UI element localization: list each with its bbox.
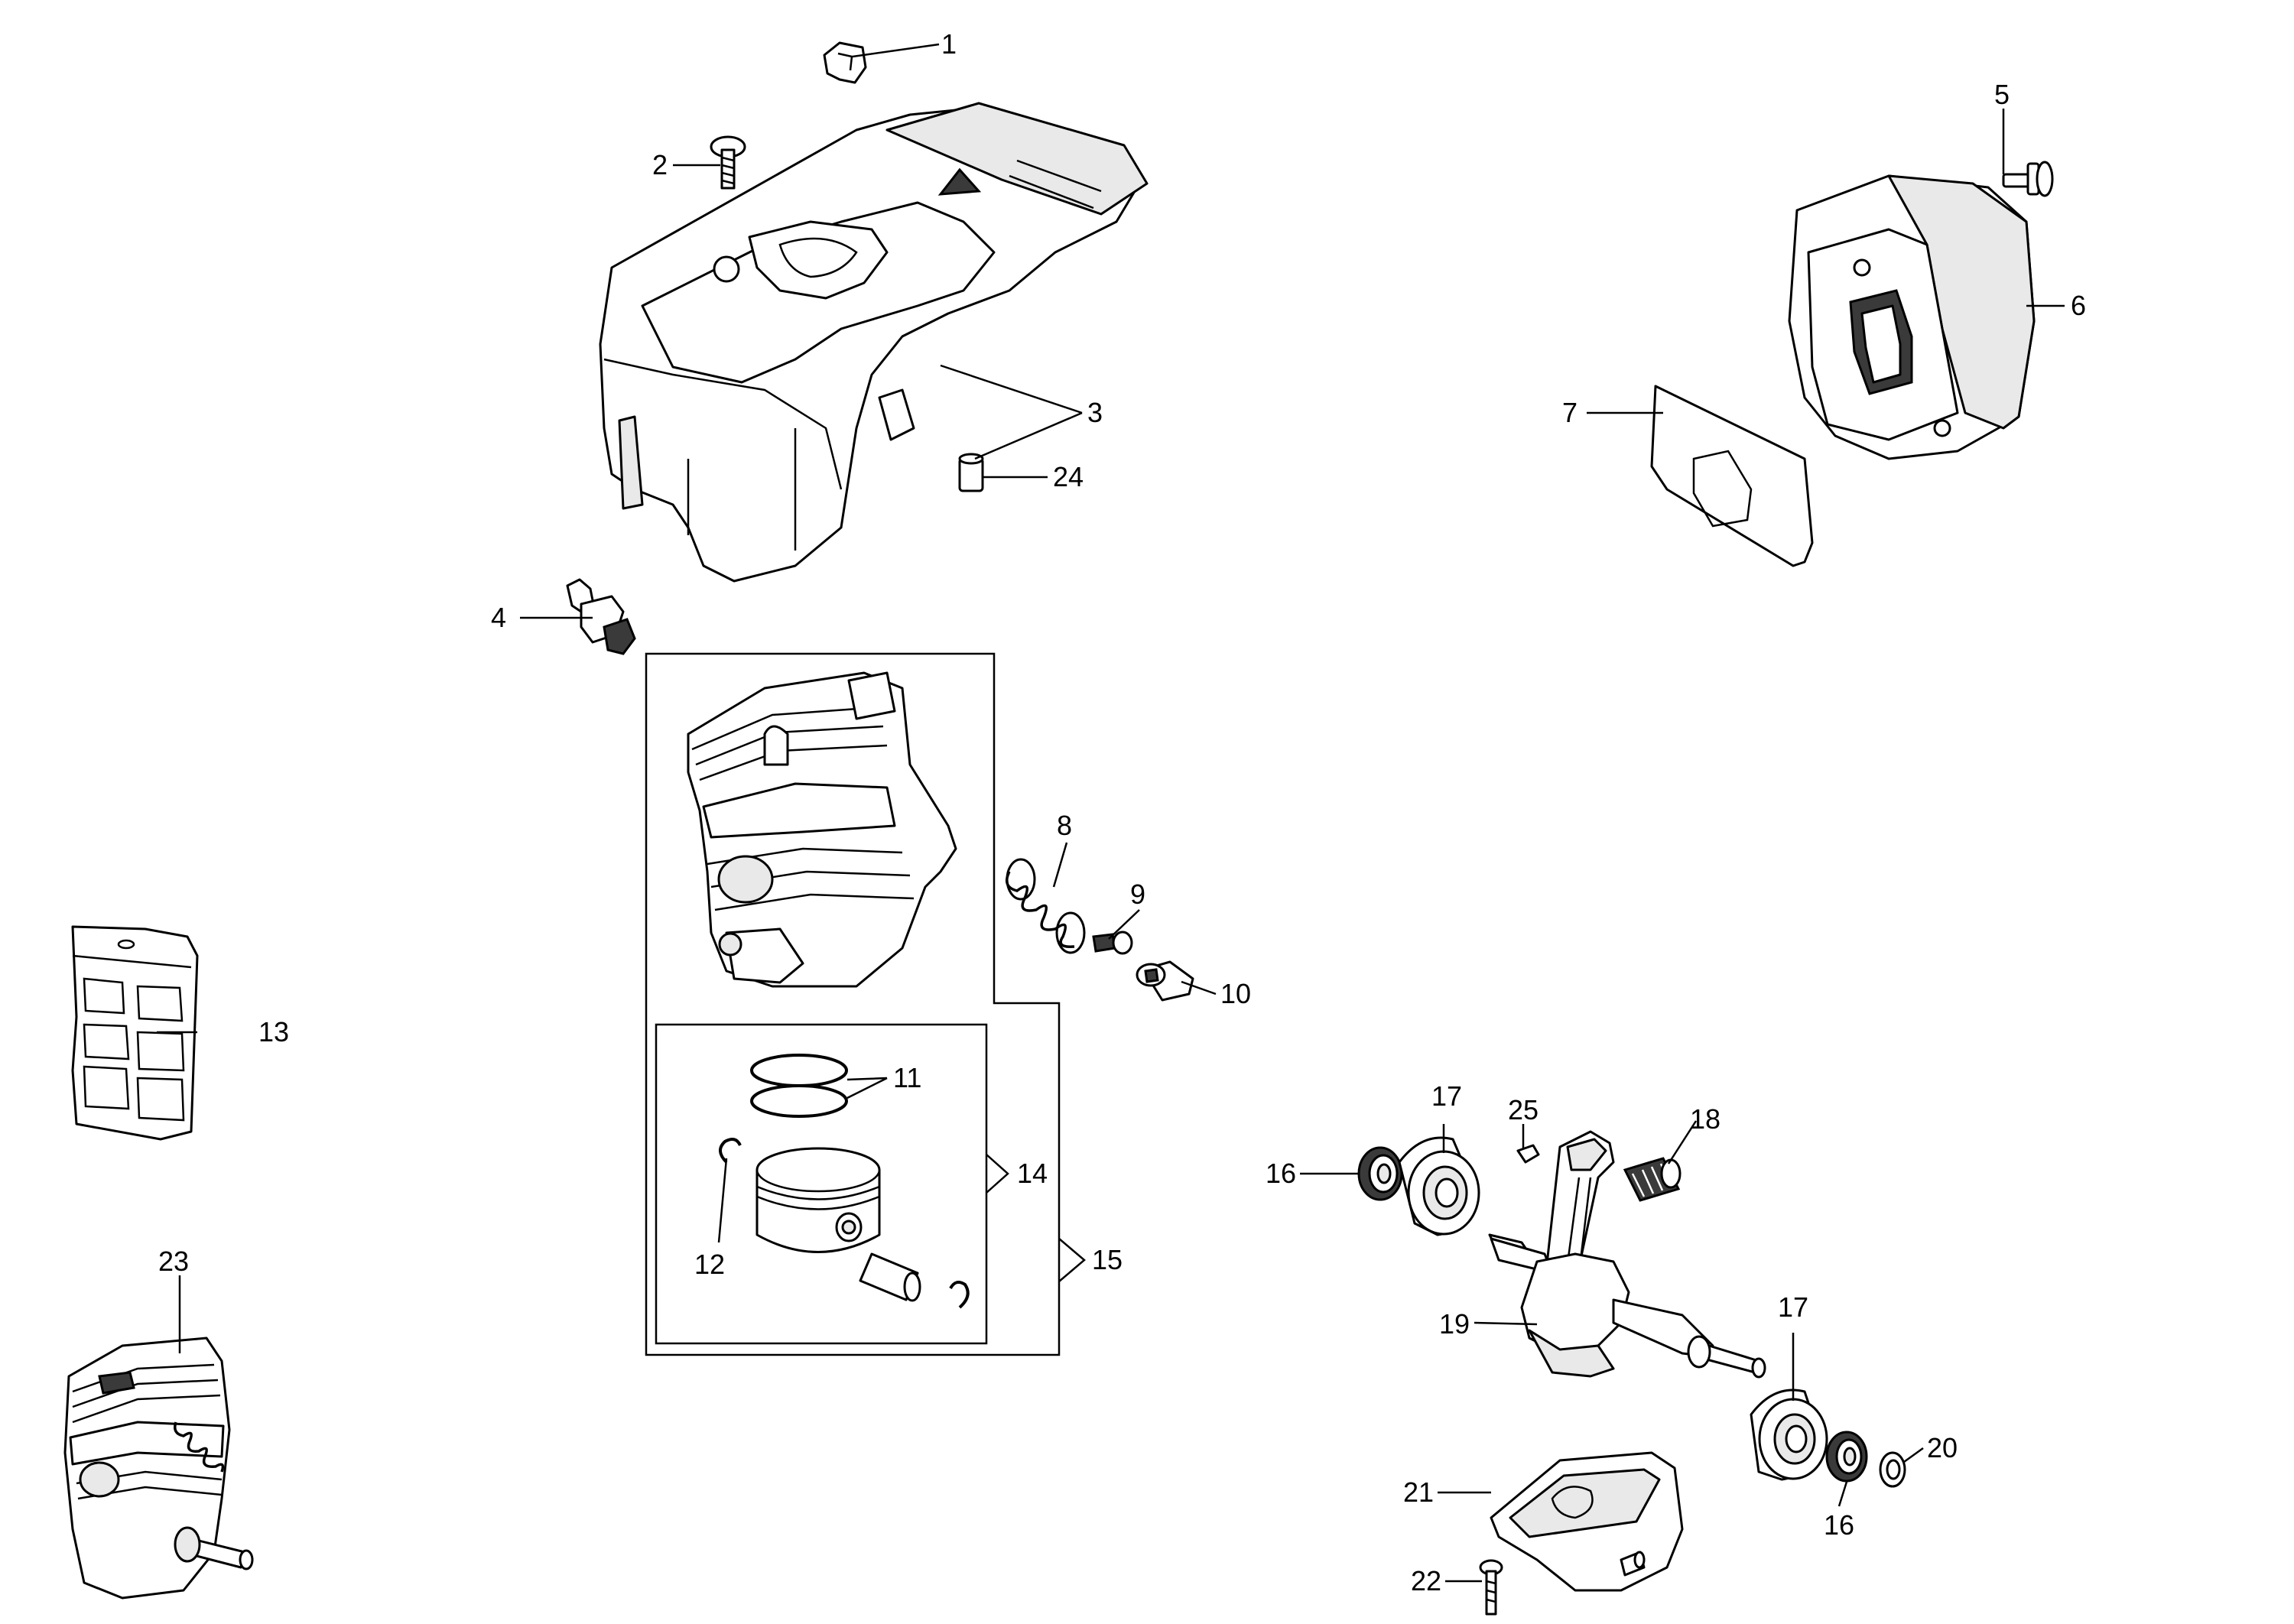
- label-3: 3: [1087, 397, 1103, 428]
- part-5-bolt: [2002, 161, 2054, 197]
- part-21-crankcase: [1490, 1451, 1684, 1592]
- part-20-washer: [1879, 1451, 1906, 1488]
- label-21: 21: [1403, 1476, 1434, 1508]
- label-16-right: 16: [1824, 1509, 1854, 1541]
- label-17-left: 17: [1431, 1080, 1462, 1112]
- label-25: 25: [1508, 1094, 1539, 1125]
- leader-lines: [157, 43, 2065, 1583]
- label-23: 23: [158, 1246, 189, 1277]
- label-7: 7: [1562, 397, 1578, 428]
- part-18-needle-bearing: [1623, 1157, 1682, 1202]
- part-labels: 1 2 3 24 4 5 6 7 8 9 10 11 12 13 14 15 2…: [158, 28, 2086, 1596]
- piston-pin: [859, 1252, 921, 1302]
- label-12: 12: [694, 1249, 725, 1280]
- label-11: 11: [893, 1062, 921, 1093]
- label-16-left: 16: [1266, 1158, 1296, 1189]
- part-16-seal-left: [1357, 1146, 1403, 1201]
- part-10-valve: [1136, 960, 1194, 1002]
- part-3-top-cover: [599, 102, 1149, 583]
- label-6: 6: [2071, 290, 2086, 321]
- part-16-seal-right: [1825, 1431, 1868, 1483]
- label-9: 9: [1130, 879, 1145, 910]
- part-23-engine-assembly: [63, 1337, 254, 1600]
- part-17-bearing-left: [1398, 1136, 1480, 1236]
- part-7-gasket: [1650, 385, 1814, 567]
- part-22-screw: [1479, 1559, 1503, 1616]
- part-12-circlip: [719, 1137, 742, 1164]
- label-8: 8: [1057, 810, 1072, 841]
- label-15: 15: [1092, 1244, 1123, 1275]
- label-4: 4: [491, 602, 506, 633]
- label-22: 22: [1411, 1565, 1441, 1596]
- piston: [755, 1147, 881, 1253]
- label-24: 24: [1053, 461, 1084, 492]
- label-10: 10: [1220, 978, 1251, 1009]
- label-20: 20: [1927, 1432, 1958, 1463]
- cylinder: [687, 671, 957, 988]
- part-1-clip: [823, 41, 867, 84]
- kit-brackets: [986, 1154, 1086, 1282]
- part-17-bearing-right: [1750, 1389, 1828, 1481]
- label-19: 19: [1439, 1308, 1470, 1340]
- part-25-key: [1516, 1144, 1540, 1164]
- part-24-bushing: [958, 453, 984, 492]
- label-5: 5: [1994, 79, 2010, 110]
- part-8-spring: [1005, 858, 1086, 954]
- label-14: 14: [1017, 1158, 1048, 1189]
- part-15-kit-box: [645, 652, 1061, 1356]
- part-2-screw: [710, 135, 746, 190]
- part-4-spark-plug: [566, 578, 636, 655]
- circlip-right: [949, 1280, 970, 1309]
- part-13-gasket-set: [71, 925, 199, 1141]
- part-11-piston-rings: [750, 1054, 848, 1118]
- label-18: 18: [1690, 1103, 1720, 1135]
- label-13: 13: [258, 1016, 289, 1047]
- label-17-right: 17: [1778, 1291, 1808, 1323]
- label-2: 2: [652, 149, 668, 180]
- part-19-crankshaft: [1488, 1130, 1766, 1379]
- part-6-muffler: [1788, 174, 2036, 460]
- label-1: 1: [941, 28, 957, 60]
- part-14-kit-box: [655, 1023, 988, 1345]
